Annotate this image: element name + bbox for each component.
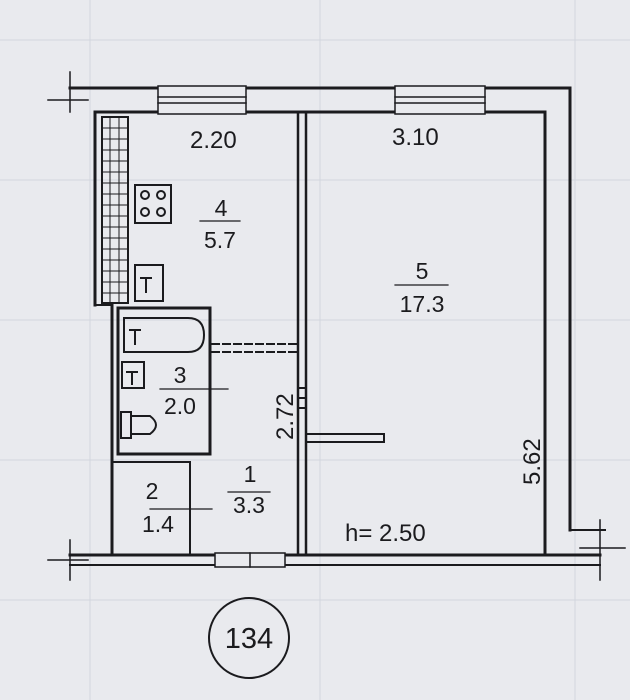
room-2-number: 2 (146, 478, 159, 504)
room-1-area: 3.3 (233, 492, 265, 518)
sheet-number: 134 (225, 623, 273, 655)
dimension-room-length: 5.62 (519, 438, 546, 485)
partition-stub (305, 433, 385, 443)
dimension-room-width: 3.10 (392, 124, 439, 151)
kitchen-sink-icon (134, 264, 164, 302)
room-3-number: 3 (174, 362, 187, 388)
stove-icon (134, 184, 172, 224)
bathtub-icon (123, 317, 206, 353)
kitchen-counter (101, 116, 129, 304)
dimension-corridor-length: 2.72 (272, 393, 299, 440)
window-room (394, 85, 486, 115)
toilet-icon (120, 411, 157, 439)
window-kitchen (157, 85, 247, 115)
room-3-area: 2.0 (164, 393, 196, 419)
room-2-area: 1.4 (142, 511, 174, 537)
dimension-kitchen-width: 2.20 (190, 127, 237, 154)
area-leader-lines (149, 220, 449, 510)
door-kitchen-corridor (211, 343, 299, 353)
axis-marks (47, 71, 626, 581)
room-4-area: 5.7 (204, 227, 236, 253)
outer-wall-left (93, 110, 114, 557)
room-5-area: 17.3 (400, 291, 445, 317)
partition-kitchen-room (296, 110, 308, 557)
room-1-number: 1 (244, 461, 257, 487)
door-room-corridor (297, 387, 307, 409)
sheet-number-badge: 134 (208, 597, 290, 679)
outer-wall-bottom (68, 553, 602, 566)
room-5-number: 5 (416, 258, 429, 284)
ceiling-height-label: h= 2.50 (345, 520, 426, 547)
room-4-number: 4 (215, 195, 228, 221)
entrance-door (214, 552, 286, 568)
washbasin-icon (121, 361, 145, 389)
outer-wall-right (543, 86, 606, 557)
